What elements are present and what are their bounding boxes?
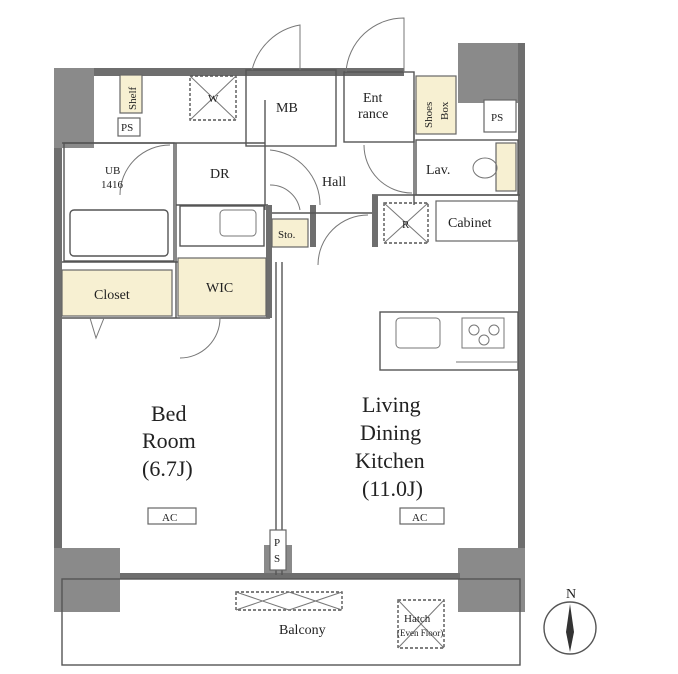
hatch-label-2: (Even Floor) <box>397 628 443 638</box>
dr-sink-icon <box>179 205 265 247</box>
dr-label: DR <box>210 167 230 182</box>
ac-ldk-box <box>399 507 445 525</box>
ac-ldk-label: AC <box>412 512 427 524</box>
ps-top-left-label: PS <box>121 122 133 134</box>
dr-basin-icon <box>219 209 257 237</box>
kitchen-counter <box>379 311 519 371</box>
ps-bottom-box <box>269 529 287 571</box>
ldk-label-4: (11.0J) <box>362 476 423 501</box>
mb-room <box>245 69 337 147</box>
washer-box <box>189 75 237 121</box>
shelf-box <box>119 74 143 114</box>
bedroom-label-3: (6.7J) <box>142 456 193 481</box>
ldk-label-2: Dining <box>360 420 421 445</box>
interior-walls <box>62 100 520 575</box>
walls <box>54 43 525 612</box>
toilet-bowl-icon <box>472 157 498 179</box>
ldk-label-1: Living <box>362 392 421 417</box>
ps-top-left-box <box>117 117 141 137</box>
mb-label: MB <box>276 101 298 116</box>
ac-bedroom-box <box>147 507 197 525</box>
ps-bottom-label-2: S <box>274 553 280 565</box>
cabinet-label: Cabinet <box>448 216 492 231</box>
shelf-label: Shelf <box>127 86 139 110</box>
washer-label: W <box>208 93 219 105</box>
shoes-box <box>415 75 457 135</box>
entrance-label-2: rance <box>358 107 388 122</box>
bedroom-label-1: Bed <box>151 401 186 426</box>
closet-box <box>61 269 173 317</box>
cabinet-box <box>435 200 519 242</box>
toilet-tank-icon <box>495 142 517 192</box>
sto-box <box>271 218 309 248</box>
bedroom-label-2: Room <box>142 428 196 453</box>
lav-room <box>415 139 519 196</box>
ac-bedroom-label: AC <box>162 512 177 524</box>
north-arrow-icon <box>543 601 597 655</box>
ub-room <box>63 142 175 262</box>
fridge-label: R <box>402 219 410 231</box>
hall-label: Hall <box>322 175 346 190</box>
entrance-room <box>343 71 415 143</box>
bathtub-icon <box>69 209 169 257</box>
entrance-label-1: Ent <box>363 91 383 106</box>
wic-box <box>177 257 267 317</box>
wic-label: WIC <box>206 281 233 296</box>
balcony-area <box>61 578 521 666</box>
shoes-label-2: Box <box>439 101 451 120</box>
ps-top-right-box <box>483 99 517 133</box>
balcony-vent-icon <box>235 591 343 611</box>
kitchen-sink-icon <box>395 317 441 349</box>
lav-label: Lav. <box>426 163 450 178</box>
fridge-box <box>383 202 429 244</box>
hatch-box <box>397 599 445 649</box>
cooktop-icon <box>461 317 505 349</box>
ldk-label-3: Kitchen <box>355 448 425 473</box>
ub-label-1: UB <box>105 165 120 177</box>
ps-top-right-label: PS <box>491 112 503 124</box>
sto-label: Sto. <box>278 229 296 241</box>
hatch-label-1: Hatch <box>404 613 431 625</box>
shoes-label-1: Shoes <box>423 102 435 128</box>
ps-bottom-label-1: P <box>274 537 280 549</box>
closet-label: Closet <box>94 288 130 303</box>
north-label: N <box>566 587 576 602</box>
balcony-label: Balcony <box>279 623 326 638</box>
ub-label-2: 1416 <box>101 179 124 191</box>
